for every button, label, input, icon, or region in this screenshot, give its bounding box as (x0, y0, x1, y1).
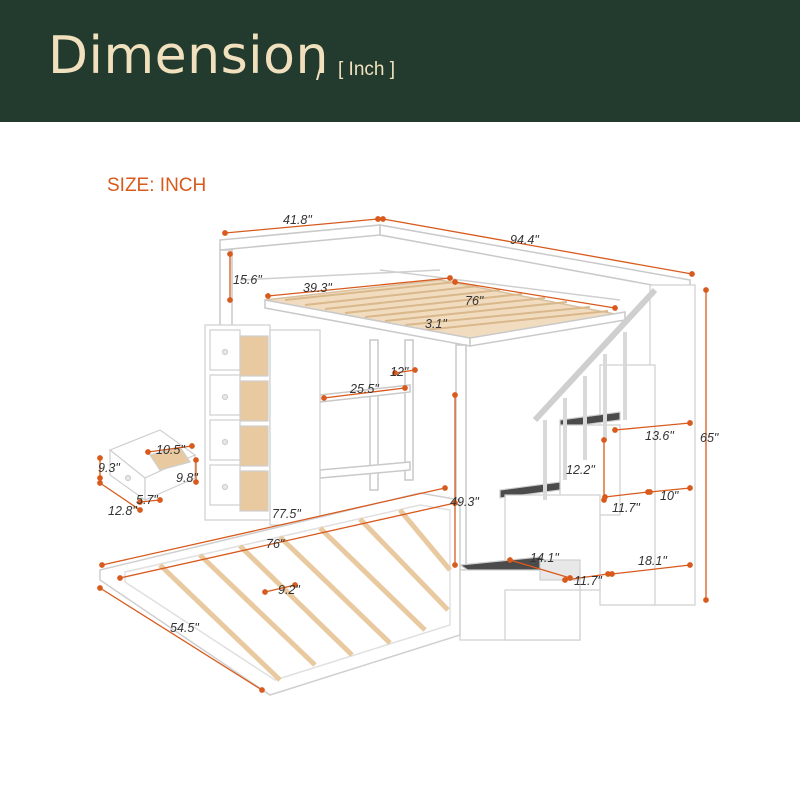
dim-step-rise: 12.2" (566, 463, 595, 477)
dim-step-depth-lower: 11.7" (574, 574, 602, 588)
detached-drawer (108, 429, 197, 502)
dim-trundle-inner-length: 76" (266, 537, 285, 551)
dim-trundle-length: 77.5" (272, 507, 301, 521)
dim-overall-length: 94.4" (510, 233, 539, 247)
title-separator: / (316, 56, 324, 86)
size-label: SIZE: INCH (107, 175, 207, 196)
dim-overall-height: 65" (700, 431, 719, 445)
dim-drawer-inner: 9.8" (176, 471, 198, 485)
dim-step-width: 13.6" (645, 429, 674, 443)
dim-step-depth-upper-right: 10" (660, 489, 679, 503)
dim-drawer-width: 9.3" (98, 461, 120, 475)
dim-step-depth-upper: 11.7" (612, 501, 640, 515)
dim-drawer-depth: 10.5" (156, 443, 185, 457)
dim-step-depth-mid: 14.1" (530, 551, 559, 565)
dim-guardrail-height: 15.6" (233, 273, 262, 287)
dimension-lines (97, 216, 709, 693)
header-banner: Dimension / [ Inch ] (0, 0, 800, 122)
dim-drawer-height: 5.7" (136, 493, 158, 507)
dim-overall-width: 41.8" (283, 213, 312, 227)
drawer-chest (204, 324, 321, 526)
dim-slat-gap: 3.1" (425, 317, 447, 331)
dim-drawer-length: 12.8" (108, 504, 137, 518)
dim-trundle-width: 54.5" (170, 621, 199, 635)
dim-step-depth-lower-right: 18.1" (638, 554, 667, 568)
dim-mattress-length: 76" (465, 294, 484, 308)
dim-mattress-width: 39.3" (303, 281, 332, 295)
dim-desk-depth: 12" (390, 365, 409, 379)
dim-trundle-slat-gap: 9.2" (278, 583, 300, 597)
dim-clearance-height: 49.3" (450, 495, 479, 509)
dim-desk-width: 25.5" (350, 382, 379, 396)
unit-label: [ Inch ] (338, 59, 396, 80)
page-title: Dimension (48, 26, 329, 86)
